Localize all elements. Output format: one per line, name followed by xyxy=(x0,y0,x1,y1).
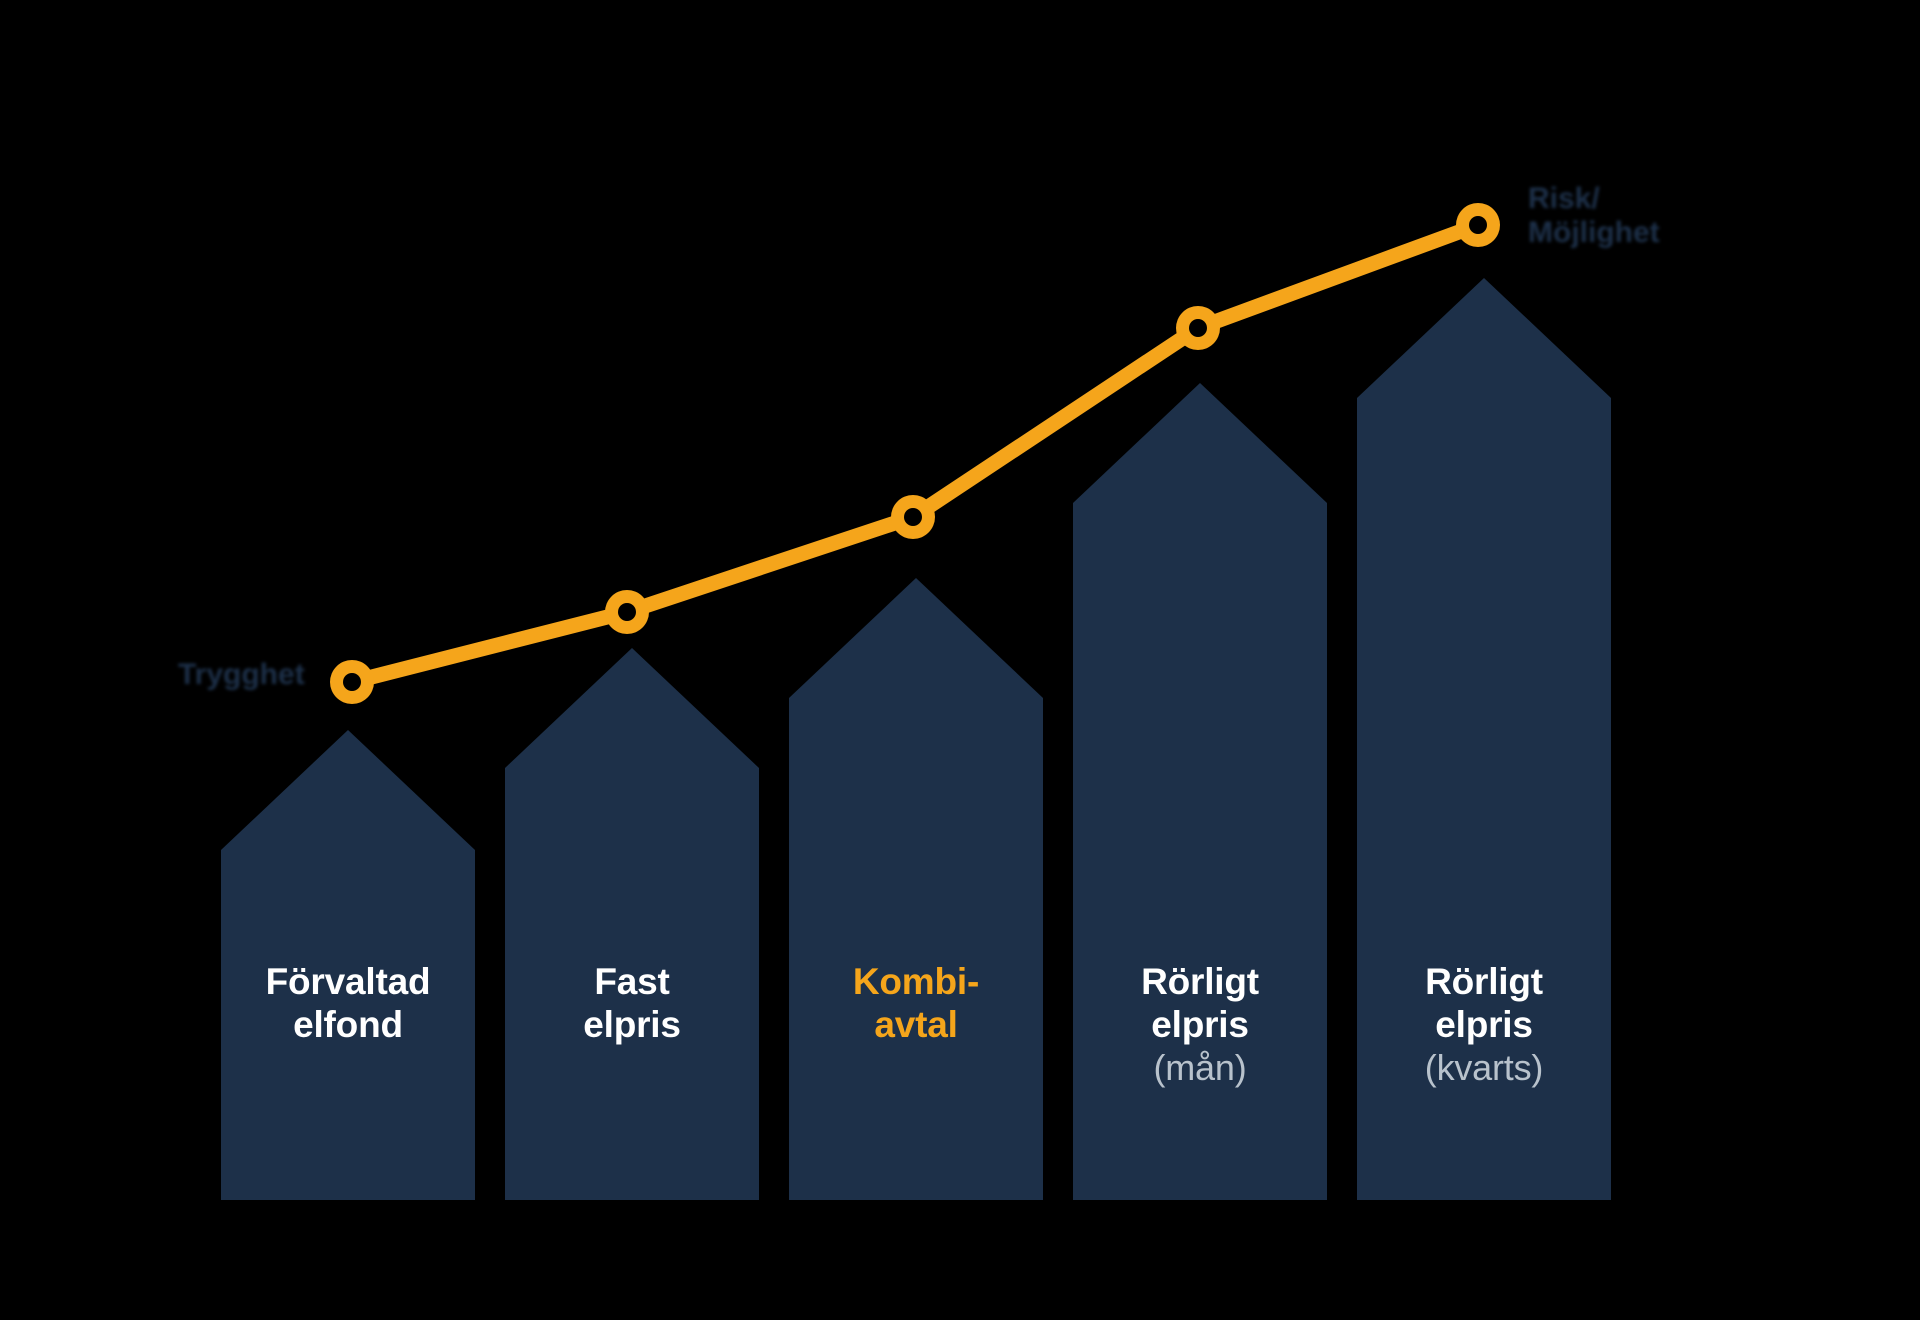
marker-hole-1 xyxy=(343,673,361,691)
bar-arrow-rorligt-elpris-kvarts xyxy=(1357,278,1611,1200)
bar-arrow-fast-elpris xyxy=(505,648,759,1200)
trend-line-group xyxy=(330,203,1500,704)
bar-arrow-kombi-avtal xyxy=(789,578,1043,1200)
marker-hole-5 xyxy=(1469,216,1487,234)
trendline-markers xyxy=(330,203,1500,704)
marker-hole-3 xyxy=(904,508,922,526)
bar-arrow-forvaltad-elfond xyxy=(221,730,475,1200)
marker-hole-2 xyxy=(618,603,636,621)
bar-group xyxy=(221,278,1611,1200)
marker-hole-4 xyxy=(1189,319,1207,337)
bar-arrow-rorligt-elpris-man xyxy=(1073,383,1327,1200)
